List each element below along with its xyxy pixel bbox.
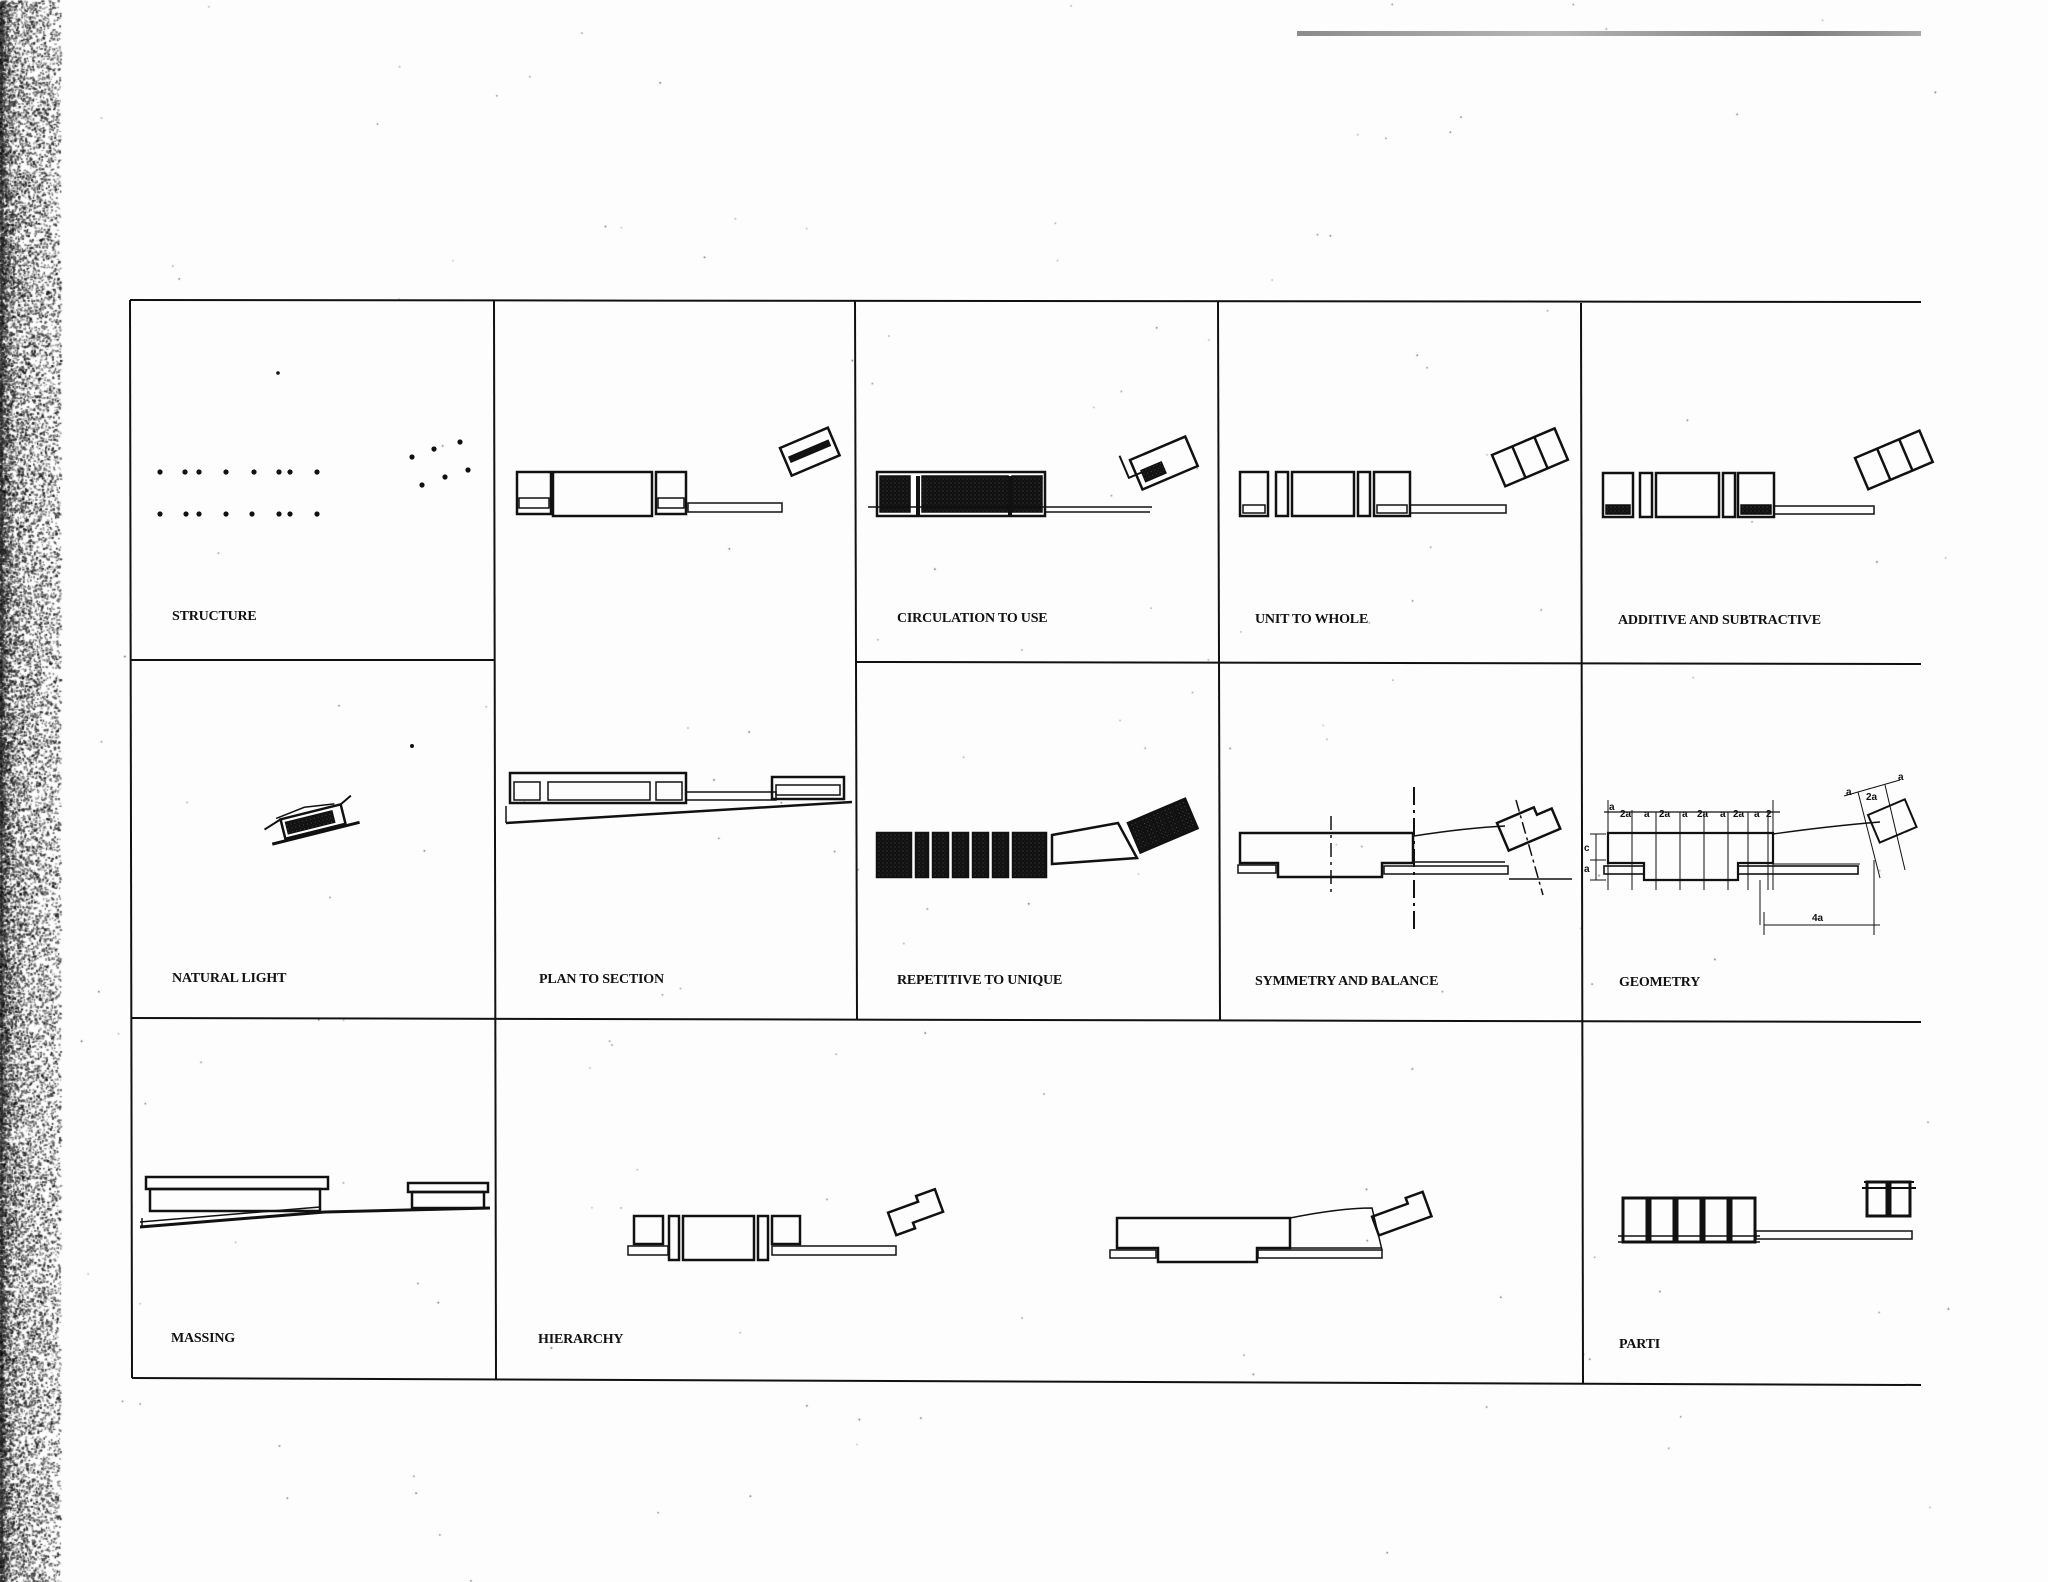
- dim-top-2: 2a: [1620, 809, 1632, 820]
- label-parti: PARTI: [1619, 1337, 1661, 1352]
- geometry-dimension-labels: a 2a a 2a a 2a a 2a a 2 a 2a a c a 4a: [1584, 772, 1904, 924]
- label-circulation-to-use: CIRCULATION TO USE: [897, 611, 1048, 626]
- panel-grid: [129, 299, 1922, 1386]
- plan-to-section-diagram: [505, 426, 853, 825]
- structure-diagram: [157, 371, 471, 517]
- dim-left-1: c: [1584, 843, 1590, 854]
- label-geometry: GEOMETRY: [1619, 975, 1701, 990]
- dim-top-4: 2a: [1659, 809, 1671, 820]
- massing-diagram: [139, 1175, 491, 1229]
- label-hierarchy: HIERARCHY: [538, 1332, 624, 1347]
- dim-top-8: 2a: [1733, 809, 1745, 820]
- dim-top-9: a: [1754, 809, 1760, 820]
- dim-top-6: 2a: [1697, 809, 1709, 820]
- label-unit-to-whole: UNIT TO WHOLE: [1255, 612, 1369, 627]
- dim-bottom: 4a: [1812, 913, 1824, 924]
- dim-top-3: a: [1644, 809, 1650, 820]
- label-repetitive-to-unique: REPETITIVE TO UNIQUE: [897, 973, 1063, 988]
- scan-edge-mark: [1297, 31, 1921, 36]
- label-additive-and-subtractive: ADDITIVE AND SUBTRACTIVE: [1618, 613, 1821, 628]
- dim-left-2: a: [1584, 864, 1590, 875]
- natural-light-diagram: [263, 744, 414, 846]
- label-structure: STRUCTURE: [172, 609, 257, 624]
- label-symmetry-and-balance: SYMMETRY AND BALANCE: [1255, 974, 1439, 989]
- additive-and-subtractive-diagram: [1601, 429, 1935, 519]
- unit-to-whole-diagram: [1238, 426, 1570, 518]
- dim-right-3: a: [1898, 772, 1904, 783]
- dim-top-5: a: [1682, 809, 1688, 820]
- dim-right-1: a: [1846, 787, 1852, 798]
- dim-top-1: a: [1609, 802, 1615, 813]
- dim-top-10: 2: [1766, 809, 1772, 820]
- label-plan-to-section: PLAN TO SECTION: [539, 972, 664, 987]
- symmetry-and-balance-diagram: [1237, 787, 1572, 930]
- label-natural-light: NATURAL LIGHT: [172, 971, 287, 986]
- label-massing: MASSING: [171, 1331, 235, 1346]
- parti-diagram: [1618, 1180, 1916, 1244]
- geometry-diagram: [1590, 779, 1918, 935]
- dim-right-2: 2a: [1866, 792, 1878, 803]
- hierarchy-diagram: [627, 1187, 1434, 1264]
- circulation-to-use-diagram: [868, 434, 1200, 518]
- dim-top-7: a: [1720, 809, 1726, 820]
- repetitive-to-unique-diagram: [875, 797, 1200, 879]
